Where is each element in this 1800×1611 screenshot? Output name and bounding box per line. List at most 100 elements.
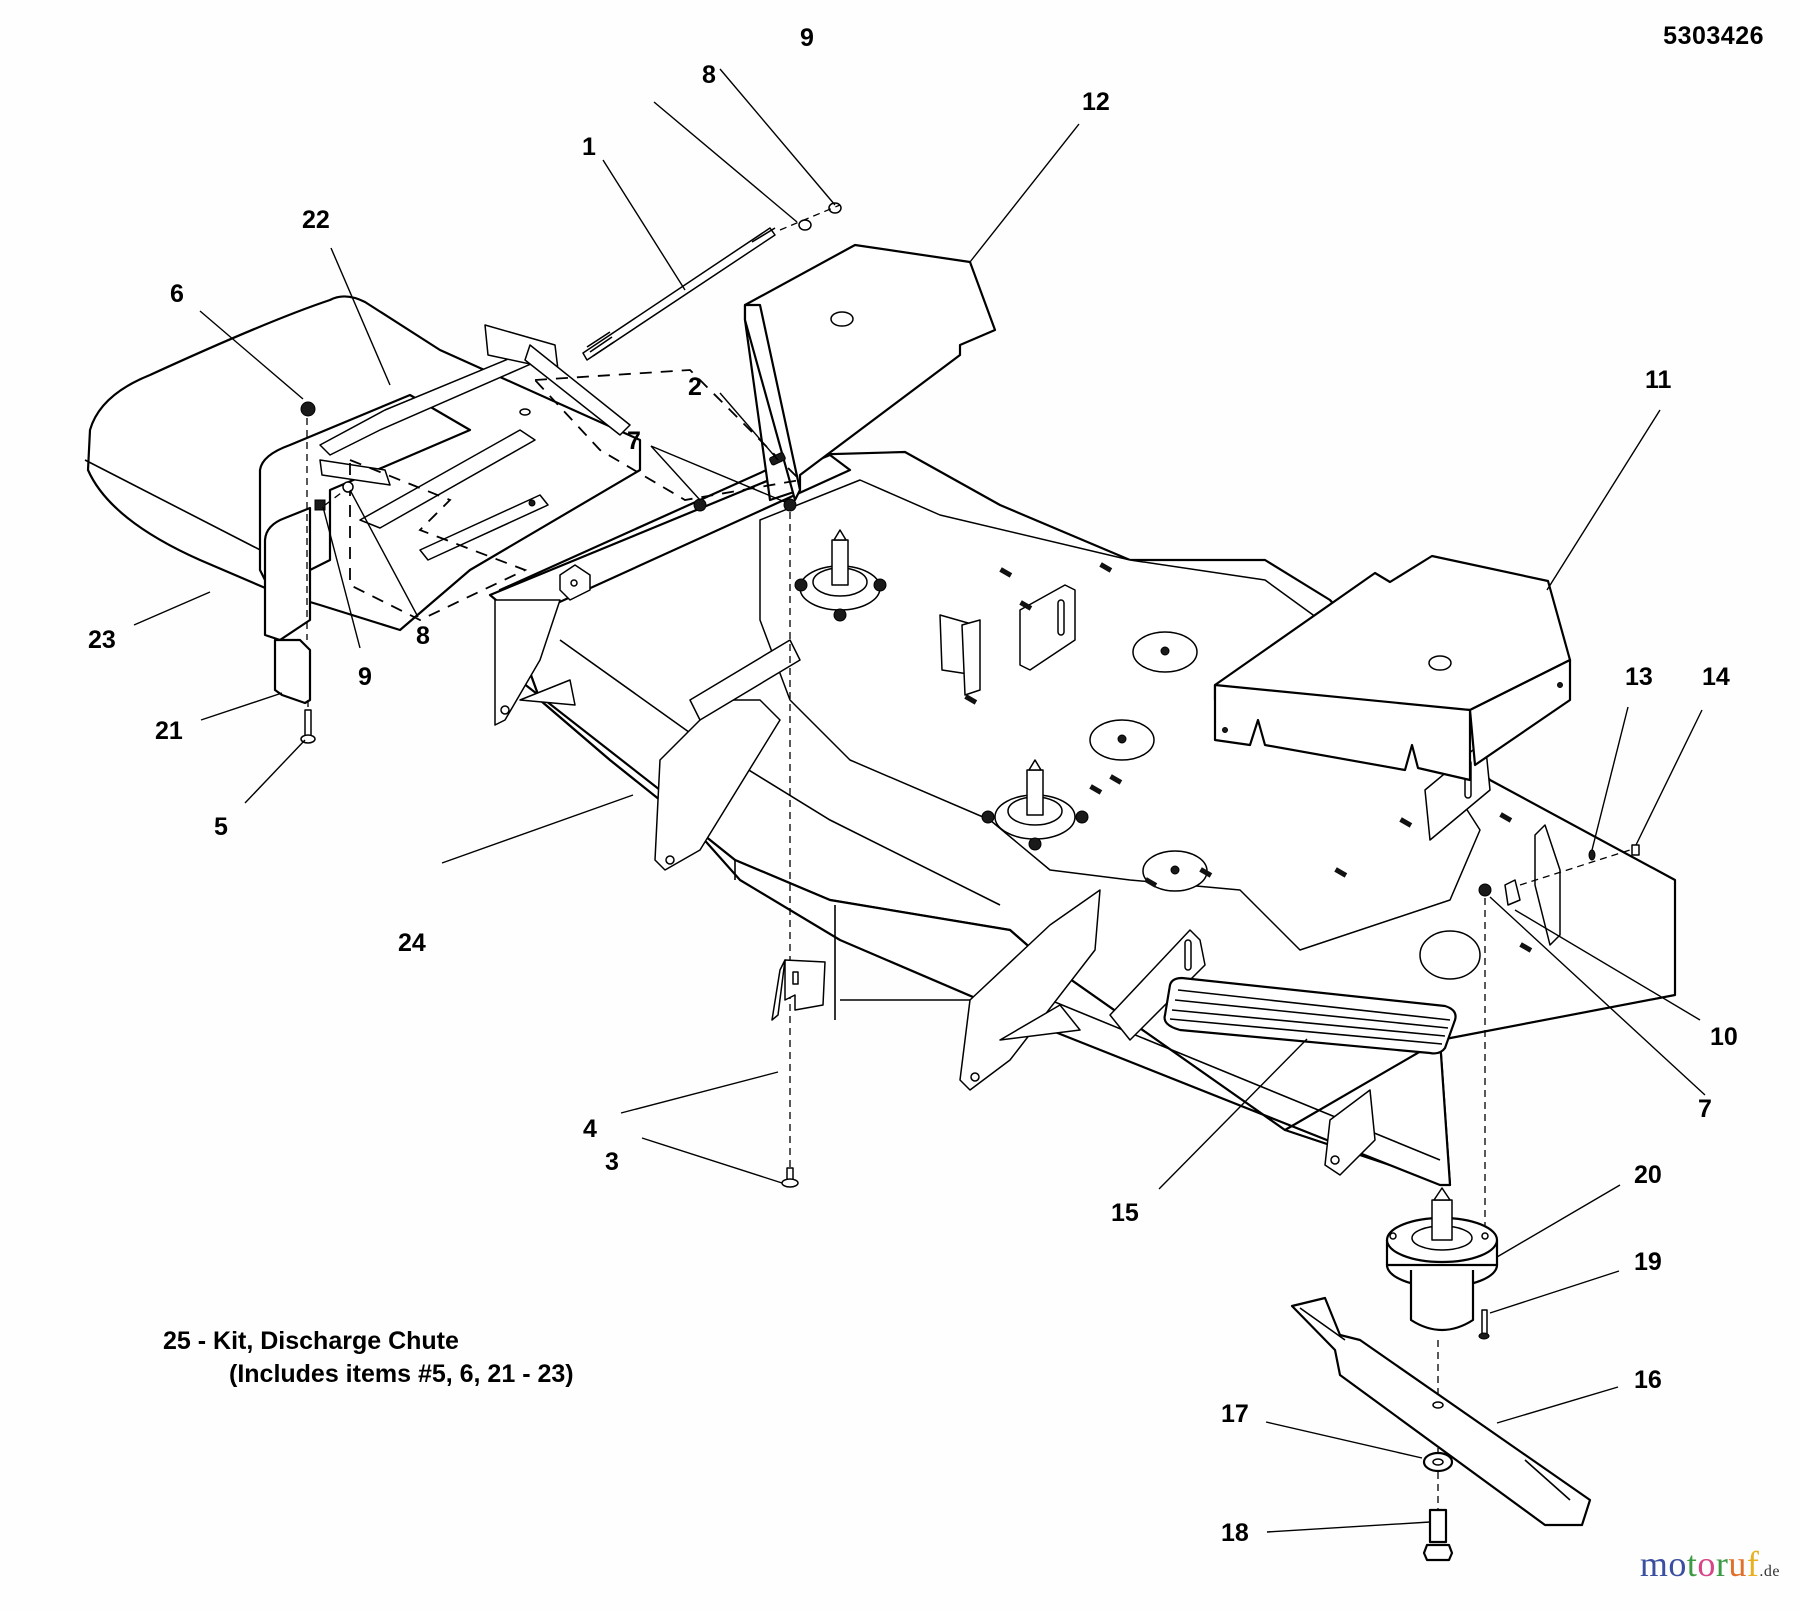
leader-6 <box>199 310 304 400</box>
callout-labels: 1 2 3 4 5 6 7 7 8 8 9 9 10 11 12 13 14 1… <box>88 24 1738 1547</box>
watermark-letters: motoruf <box>1640 1544 1760 1584</box>
leader-9-top <box>719 68 836 206</box>
blade-bolt <box>1422 1508 1454 1562</box>
hardware-clip-10 <box>1504 879 1521 906</box>
callout-1: 1 <box>582 133 596 161</box>
leader-20 <box>1496 1184 1621 1258</box>
spindle-screw <box>1478 1309 1490 1340</box>
callout-20: 20 <box>1634 1161 1662 1189</box>
watermark-letter: u <box>1728 1544 1747 1584</box>
leader-17 <box>1265 1421 1423 1459</box>
callout-5: 5 <box>214 813 228 841</box>
leader-8-top <box>653 101 798 223</box>
leader-2 <box>719 392 779 461</box>
belt-cover-left <box>743 243 997 502</box>
hidden-mount-outline-upper <box>533 369 802 501</box>
front-gauge-bracket <box>1324 1089 1376 1176</box>
callout-8-top: 8 <box>702 61 716 89</box>
leader-7a <box>650 445 701 501</box>
leader-14 <box>1635 709 1703 846</box>
spindle-center <box>981 759 1089 851</box>
idler-pulleys <box>1089 631 1481 980</box>
leader-lines <box>133 68 1706 1533</box>
leader-24 <box>441 794 634 864</box>
chute-pivot-plate <box>559 564 591 601</box>
callout-16: 16 <box>1634 1366 1662 1394</box>
spindle-assembly <box>1385 1187 1499 1331</box>
leader-16 <box>1496 1386 1619 1424</box>
leader-19 <box>1489 1270 1620 1314</box>
callout-15: 15 <box>1111 1199 1139 1227</box>
hardware-nut-7-b <box>783 498 797 512</box>
callout-19: 19 <box>1634 1248 1662 1276</box>
watermark-logo: motoruf.de <box>1640 1543 1780 1585</box>
kit-note: 25 - Kit, Discharge Chute (Includes item… <box>163 1325 574 1391</box>
callout-12: 12 <box>1082 88 1110 116</box>
step-pad <box>1163 976 1457 1055</box>
leader-8-chute <box>349 489 419 618</box>
watermark-letter: m <box>1639 1544 1669 1584</box>
callout-24: 24 <box>398 929 426 957</box>
leader-12 <box>969 123 1080 263</box>
leader-23 <box>133 591 211 626</box>
leader-11 <box>1546 409 1661 591</box>
callout-6: 6 <box>170 280 184 308</box>
callout-7-right: 7 <box>1698 1095 1712 1123</box>
callout-9-top: 9 <box>800 24 814 52</box>
callout-2: 2 <box>688 373 702 401</box>
leader-21 <box>200 692 283 721</box>
callout-9-chute: 9 <box>358 663 372 691</box>
spindle-left <box>794 529 887 622</box>
leader-7b <box>650 445 786 503</box>
hardware-washer-13 <box>1588 849 1596 861</box>
leader-13 <box>1591 706 1629 851</box>
callout-23: 23 <box>88 626 116 654</box>
callout-3: 3 <box>605 1148 619 1176</box>
leader-1 <box>602 159 686 291</box>
watermark-letter: o <box>1697 1544 1716 1584</box>
hitch-bracket-left <box>494 599 576 726</box>
callout-4: 4 <box>583 1115 597 1143</box>
blade-washer <box>1422 1451 1454 1473</box>
leader-4 <box>620 1071 779 1114</box>
callout-22: 22 <box>302 206 330 234</box>
callout-14: 14 <box>1702 663 1730 691</box>
rod-washer-top <box>798 219 812 231</box>
callout-17: 17 <box>1221 1400 1249 1428</box>
leader-18 <box>1266 1521 1431 1533</box>
callout-13: 13 <box>1625 663 1653 691</box>
leader-9-chute <box>322 506 361 649</box>
bolt-3 <box>781 1167 799 1188</box>
hitch-bracket-mid <box>654 639 801 871</box>
callout-21: 21 <box>155 717 183 745</box>
hidden-mount-outline-lower <box>349 458 528 622</box>
belt-guide-brackets <box>939 584 1561 946</box>
callout-7-top: 7 <box>627 427 641 455</box>
callout-10: 10 <box>1710 1023 1738 1051</box>
deck-slots <box>964 562 1533 953</box>
kit-note-includes: (Includes items #5, 6, 21 - 23) <box>229 1360 574 1388</box>
leader-15 <box>1158 1038 1308 1190</box>
leader-22 <box>330 247 391 386</box>
leader-5 <box>244 739 306 804</box>
baffle-bracket <box>771 959 826 1021</box>
adjusting-rod <box>582 227 776 361</box>
watermark-letter: f <box>1746 1544 1760 1584</box>
hardware-nut-6 <box>300 401 316 417</box>
chute-bolt-5 <box>300 709 316 744</box>
leader-7c <box>1489 896 1706 1096</box>
rod-assembly-axis <box>779 204 841 231</box>
chute-deflector-frame <box>319 324 631 561</box>
leader-3 <box>641 1137 783 1184</box>
callout-8-chute: 8 <box>416 622 430 650</box>
hardware-washer-8-left <box>342 481 354 493</box>
watermark-tld: .de <box>1759 1563 1780 1580</box>
watermark-letter: t <box>1686 1544 1698 1584</box>
hardware-nut-7-c <box>1478 883 1492 897</box>
pin-axis <box>1519 849 1631 886</box>
callout-18: 18 <box>1221 1519 1249 1547</box>
mower-blade <box>1290 1296 1592 1527</box>
belt-cover-right <box>1213 554 1572 782</box>
leader-10 <box>1514 909 1701 1021</box>
